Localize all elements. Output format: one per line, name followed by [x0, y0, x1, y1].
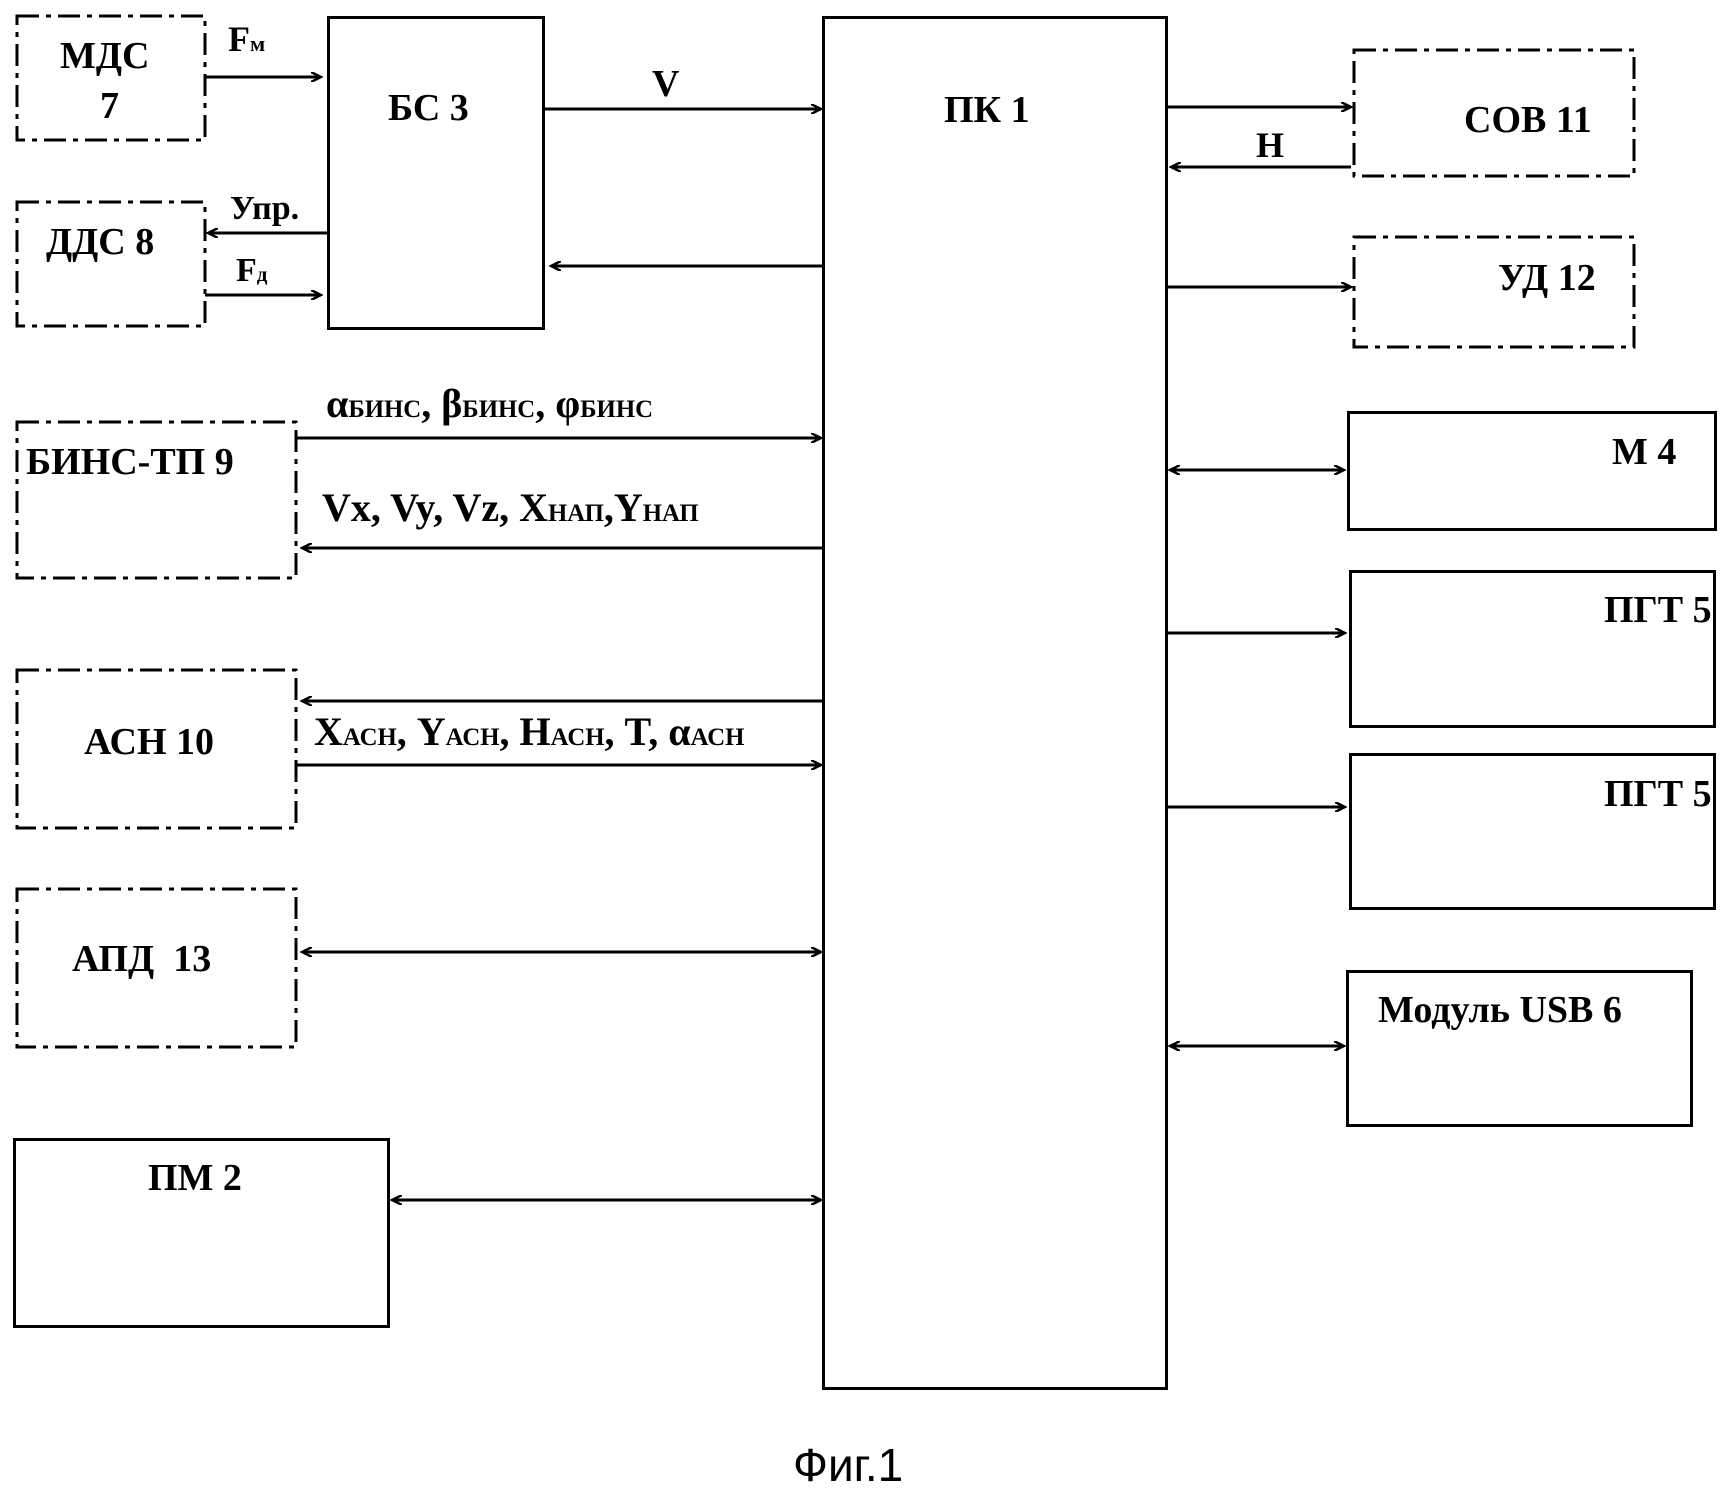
block-pgt-a — [1349, 570, 1716, 728]
alpha-bins: αБИНС — [326, 381, 422, 426]
ud-label: УД 12 — [1498, 257, 1596, 299]
x-asn: XАСН — [314, 709, 397, 754]
block-pm — [13, 1138, 390, 1328]
block-bs — [327, 16, 545, 330]
signal-fm: Fм — [228, 19, 266, 59]
pm-label: ПМ 2 — [148, 1157, 242, 1199]
block-usb — [1346, 970, 1693, 1127]
phi-bins: φБИНС — [555, 381, 654, 426]
m-label: М 4 — [1612, 431, 1677, 473]
dds-label: ДДС 8 — [46, 221, 155, 263]
block-sov-frame — [1352, 48, 1636, 178]
block-pgt-b — [1349, 753, 1716, 910]
block-mds-frame — [15, 14, 207, 142]
alpha-asn: αАСН — [668, 709, 745, 754]
signal-fd: Fд — [236, 252, 268, 289]
mds-label-line1: МДС — [60, 35, 150, 77]
block-pk — [822, 16, 1168, 1390]
h-asn: HАСН — [519, 709, 605, 754]
beta-bins: βБИНС — [441, 381, 536, 426]
block-bins-frame — [15, 420, 298, 580]
signal-h: Н — [1256, 125, 1285, 165]
signal-asn: XАСН, YАСН, HАСН, T, αАСН — [314, 709, 745, 754]
t-asn: T — [624, 709, 649, 754]
asn-label: АСН 10 — [84, 721, 215, 763]
usb-label: Модуль USB 6 — [1378, 989, 1622, 1031]
block-ud-frame — [1352, 235, 1636, 349]
signal-bins-angles: αБИНС, βБИНС, φБИНС — [326, 381, 654, 426]
mds-label-line2: 7 — [100, 85, 119, 127]
block-asn-frame — [15, 668, 298, 830]
figure-caption: Фиг.1 — [793, 1439, 904, 1491]
signal-nav: Vx, Vy, Vz, XНАП,YНАП — [322, 485, 699, 530]
block-m — [1347, 411, 1717, 531]
y-asn: YАСН — [416, 709, 500, 754]
signal-v: V — [652, 63, 680, 105]
signal-upr: Упр. — [230, 190, 300, 227]
bs-label: БС 3 — [388, 87, 469, 129]
x-nap: XНАП — [519, 485, 604, 530]
y-nap: YНАП — [613, 485, 699, 530]
pk-label: ПК 1 — [944, 89, 1030, 131]
apd-label: АПД 13 — [72, 938, 212, 980]
vx: Vx — [322, 485, 371, 530]
vz: Vz — [452, 485, 500, 530]
block-dds-frame — [15, 200, 207, 328]
sov-label: СОВ 11 — [1464, 99, 1592, 141]
bins-label: БИНС-ТП 9 — [26, 441, 234, 483]
block-apd-frame — [15, 887, 298, 1049]
pgt-b-label: ПГТ 5 — [1604, 773, 1712, 815]
vy: Vy — [390, 485, 434, 530]
pgt-a-label: ПГТ 5 — [1604, 589, 1712, 631]
